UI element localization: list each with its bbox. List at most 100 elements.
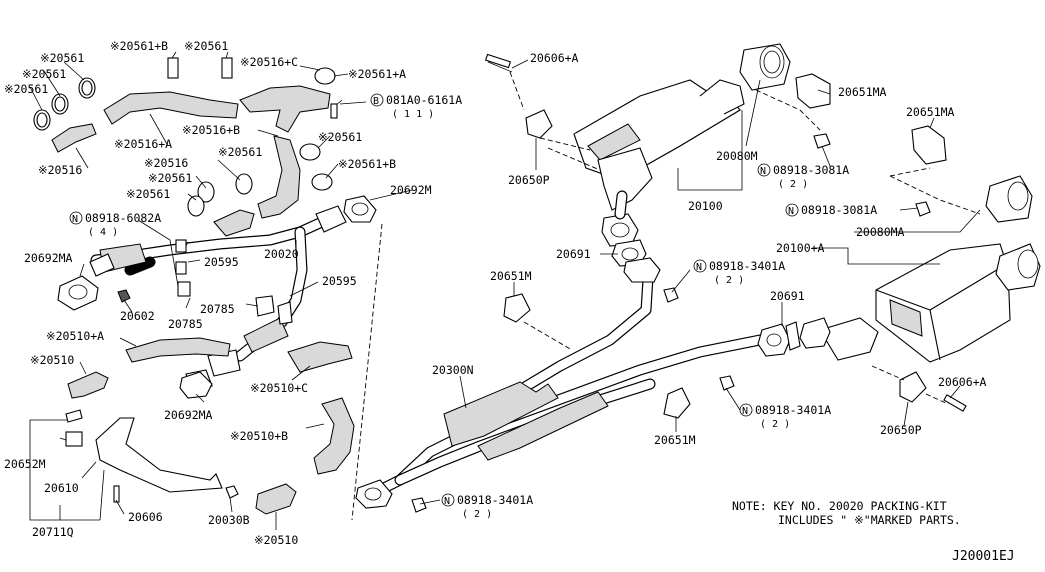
label-20516-b: ※20516+B [182,123,240,137]
nut-icon [225,485,239,499]
label-20510-b: ※20510+B [230,429,288,443]
label-20561: ※20561 [318,130,362,144]
label-bolt-qty: ( 1 1 ) [392,109,434,120]
svg-text:N: N [72,214,78,225]
rubber-mount-icon [65,431,83,447]
circle-n-icon: N [785,203,799,217]
svg-text:N: N [696,262,702,273]
clamp-ring-icon [299,143,321,161]
svg-text:N: N [742,406,748,417]
muffler-assembly [819,175,1041,363]
label-20651m: 20651M [490,269,532,283]
label-20020: 20020 [264,247,299,261]
heat-shield-icon [67,371,109,399]
label-20650p: 20650P [880,423,922,437]
heat-shield-icon [125,337,231,363]
label-bolt-081a0: 081A0-6161A [386,93,462,107]
nut-icon [719,375,735,391]
label-20080m: 20080M [716,149,758,163]
hanger-icon [795,73,831,109]
rubber-mount-icon [663,387,691,419]
label-20606: 20606 [128,510,163,524]
rubber-mount-icon [503,293,531,323]
label-nut-3401: 08918-3401A [709,259,785,273]
note-line-2: INCLUDES " ※"MARKED PARTS. [778,513,961,527]
label-20652m: 20652M [4,457,46,471]
front-section [33,57,383,521]
label-nut-3401-qty: ( 2 ) [760,419,790,430]
nut-icon [813,133,831,149]
label-20510: ※20510 [30,353,74,367]
sensor-boss-icon [177,281,191,297]
label-20100: 20100 [688,199,723,213]
label-20510: ※20510 [254,533,298,547]
svg-text:N: N [788,206,794,217]
clamp-strap-icon [221,57,233,79]
svg-text:N: N [760,166,766,177]
bolt-icon [943,394,967,412]
heat-shield-icon [313,397,355,475]
label-nut-3401-qty: ( 2 ) [462,509,492,520]
label-nut-3081: 08918-3081A [773,163,849,177]
label-20651ma: 20651MA [906,105,955,119]
circle-n-icon: N [757,163,771,177]
heat-shield-icon [213,209,255,237]
label-20561: ※20561 [148,171,192,185]
label-20650p: 20650P [508,173,550,187]
label-20561-b: ※20561+B [338,157,396,171]
label-20510-a: ※20510+A [46,329,104,343]
rubber-mount-icon [65,409,83,423]
label-20510-c: ※20510+C [250,381,308,395]
circle-n-icon: N [693,259,707,273]
gasket-icon [623,257,661,283]
label-nut-6082-qty: ( 4 ) [88,227,118,238]
label-20606-a: 20606+A [938,375,987,389]
part-labels: ※20561 ※20561 ※20561 ※20561+B ※20561 ※20… [4,39,987,547]
label-20691: 20691 [770,289,805,303]
label-20100-a: 20100+A [776,241,825,255]
label-20561: ※20561 [4,82,48,96]
label-20606-a: 20606+A [530,51,579,65]
clamp-ring-icon [235,173,253,195]
label-20785: 20785 [200,302,235,316]
clamp-ring-icon [33,77,96,131]
sensor-boss-icon [175,261,187,275]
label-nut-3401-qty: ( 2 ) [714,275,744,286]
heat-shield-icon [103,91,239,125]
label-20080ma: 20080MA [856,225,905,239]
hanger-icon [911,125,947,165]
center-pipe-assembly [355,272,766,509]
circle-n-icon: N [69,211,83,225]
clamp-ring-icon [311,173,333,191]
diagram-code: J20001EJ [952,549,1015,564]
label-20610: 20610 [44,481,79,495]
muffler-assembly [573,79,745,220]
heat-shield-icon [239,85,331,133]
label-20692m: 20692M [390,183,432,197]
circle-b-icon: B [370,93,384,107]
clamp-ring-icon [197,181,215,203]
clip-icon [255,295,275,317]
label-20692ma: 20692MA [24,251,73,265]
label-nut-3401: 08918-3401A [457,493,533,507]
label-20595: 20595 [204,255,239,269]
label-20561: ※20561 [126,187,170,201]
leader-lines [29,51,981,530]
label-20561: ※20561 [22,67,66,81]
label-20300n: 20300N [432,363,474,377]
label-20561-a: ※20561+A [348,67,406,81]
nut-icon [117,289,131,303]
label-20692ma: 20692MA [164,408,213,422]
svg-text:B: B [373,96,379,107]
heat-shield-icon [287,341,353,373]
note-line-1: NOTE: KEY NO. 20020 PACKING-KIT [732,499,947,513]
clamp-ring-icon [187,195,205,217]
nut-icon [915,201,931,217]
heat-shield-icon [255,483,297,515]
label-20651m: 20651M [654,433,696,447]
label-20561-b: ※20561+B [110,39,168,53]
sensor-boss-icon [175,239,187,253]
clamp-ring-icon [314,67,336,85]
